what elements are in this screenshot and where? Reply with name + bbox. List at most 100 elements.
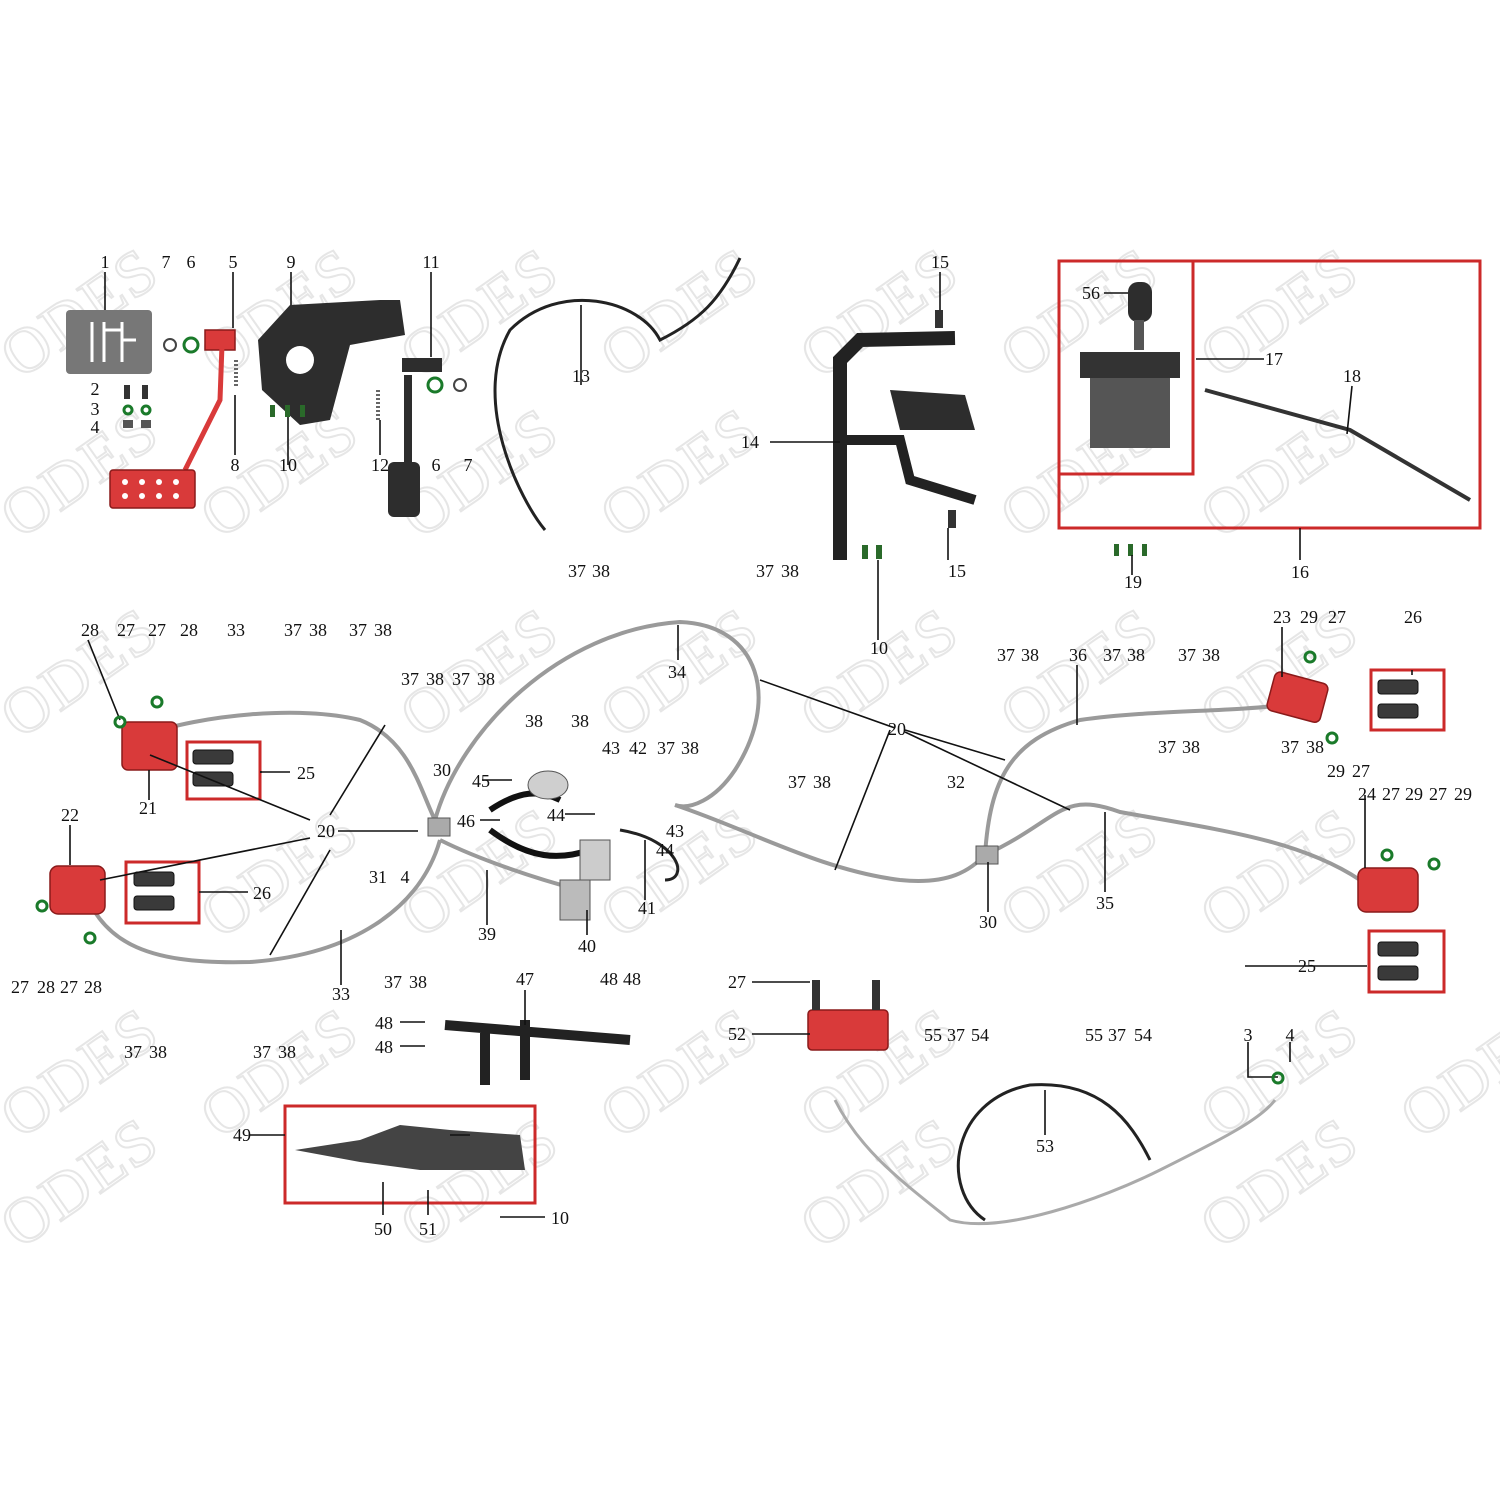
callout-4: 4	[91, 417, 100, 437]
caliper-front-right-part	[49, 865, 106, 915]
pedal-arm-part	[182, 344, 225, 472]
callout-38: 38	[1127, 645, 1145, 665]
callout-11: 11	[422, 252, 439, 272]
callout-37: 37	[1108, 1025, 1126, 1045]
watermark: ODES	[187, 993, 371, 1152]
shift-lever-part	[1134, 320, 1144, 350]
shifter-cover-part	[1080, 352, 1180, 378]
callout-20: 20	[317, 821, 335, 841]
watermark: ODES	[187, 793, 371, 952]
washer-icon	[35, 899, 49, 913]
callout-28: 28	[180, 620, 198, 640]
callout-6: 6	[432, 455, 441, 475]
callout-13: 13	[572, 366, 590, 386]
callout-29: 29	[1405, 784, 1423, 804]
callout-54: 54	[1134, 1025, 1152, 1045]
bolt-icon	[948, 510, 956, 528]
callout-28: 28	[81, 620, 99, 640]
callout-37: 37	[253, 1042, 271, 1062]
callout-37: 37	[401, 669, 419, 689]
callout-29: 29	[1300, 607, 1318, 627]
callout-44: 44	[656, 840, 674, 860]
shifter-group	[1080, 282, 1472, 502]
callout-23: 23	[1273, 607, 1291, 627]
watermark-layer: ODES ODES ODES ODES ODES ODES ODES ODES …	[0, 232, 1500, 1263]
callout-1: 1	[101, 252, 110, 272]
brake-pad-icon	[1377, 941, 1419, 957]
callout-49: 49	[233, 1125, 251, 1145]
callout-38: 38	[1021, 645, 1039, 665]
brake-pad-icon	[1377, 703, 1419, 719]
callout-18: 18	[1343, 366, 1361, 386]
callout-42: 42	[629, 738, 647, 758]
callout-38: 38	[525, 711, 543, 731]
watermark: ODES	[587, 793, 771, 952]
brake-pad-icon	[133, 871, 175, 887]
washer-icon	[426, 376, 444, 394]
callout-48: 48	[623, 969, 641, 989]
callout-37: 37	[1103, 645, 1121, 665]
callout-4: 4	[401, 867, 410, 887]
master-cylinder-mount-part	[444, 1020, 631, 1085]
washer-icon	[113, 715, 127, 729]
callout-22: 22	[61, 805, 79, 825]
callout-29: 29	[1327, 761, 1345, 781]
callout-51: 51	[419, 1219, 437, 1239]
pedal-bracket-part	[258, 300, 405, 425]
parking-brake-group	[807, 980, 889, 1051]
callout-15: 15	[931, 252, 949, 272]
circlip-icon	[453, 378, 467, 392]
callout-48: 48	[375, 1013, 393, 1033]
bolt-icon	[862, 545, 868, 559]
callout-33: 33	[332, 984, 350, 1004]
washer-icon	[140, 404, 152, 416]
callout-50: 50	[374, 1219, 392, 1239]
callout-30: 30	[979, 912, 997, 932]
washer-icon	[1271, 1071, 1285, 1085]
callout-55: 55	[924, 1025, 942, 1045]
bolt-icon	[1114, 544, 1119, 556]
bolt-icon	[1128, 544, 1133, 556]
callout-33: 33	[227, 620, 245, 640]
callout-10: 10	[551, 1208, 569, 1228]
brake-pedal-group	[66, 310, 238, 509]
watermark: ODES	[587, 993, 771, 1152]
callout-38: 38	[409, 972, 427, 992]
throttle-cable-part	[493, 257, 742, 531]
callout-38: 38	[426, 669, 444, 689]
callout-10: 10	[870, 638, 888, 658]
callout-19: 19	[1124, 572, 1142, 592]
reservoir-part	[527, 770, 569, 800]
callout-54: 54	[971, 1025, 989, 1045]
shifter-unit-box	[1057, 259, 1195, 476]
callout-38: 38	[681, 738, 699, 758]
washer-icon	[1303, 650, 1317, 664]
watermark: ODES	[1387, 993, 1500, 1152]
callout-5: 5	[229, 252, 238, 272]
callout-38: 38	[278, 1042, 296, 1062]
callout-21: 21	[139, 798, 157, 818]
callout-27: 27	[117, 620, 135, 640]
callout-37: 37	[1281, 737, 1299, 757]
callout-30: 30	[433, 760, 451, 780]
callout-27: 27	[11, 977, 29, 997]
callout-37: 37	[1158, 737, 1176, 757]
callout-56: 56	[1082, 283, 1100, 303]
bolt-icon	[872, 980, 880, 1010]
callout-25: 25	[297, 763, 315, 783]
callout-27: 27	[728, 972, 746, 992]
washer-icon	[150, 695, 164, 709]
callout-37: 37	[657, 738, 675, 758]
bolt-icon	[300, 405, 305, 417]
callout-37: 37	[284, 620, 302, 640]
circlip-icon	[163, 338, 177, 352]
parking-caliper-part	[807, 1009, 889, 1051]
fasteners	[35, 650, 1441, 1085]
callout-48: 48	[600, 969, 618, 989]
callout-37: 37	[788, 772, 806, 792]
callout-46: 46	[457, 811, 475, 831]
callout-55: 55	[1085, 1025, 1103, 1045]
nut-icon	[123, 420, 133, 428]
callout-15: 15	[948, 561, 966, 581]
